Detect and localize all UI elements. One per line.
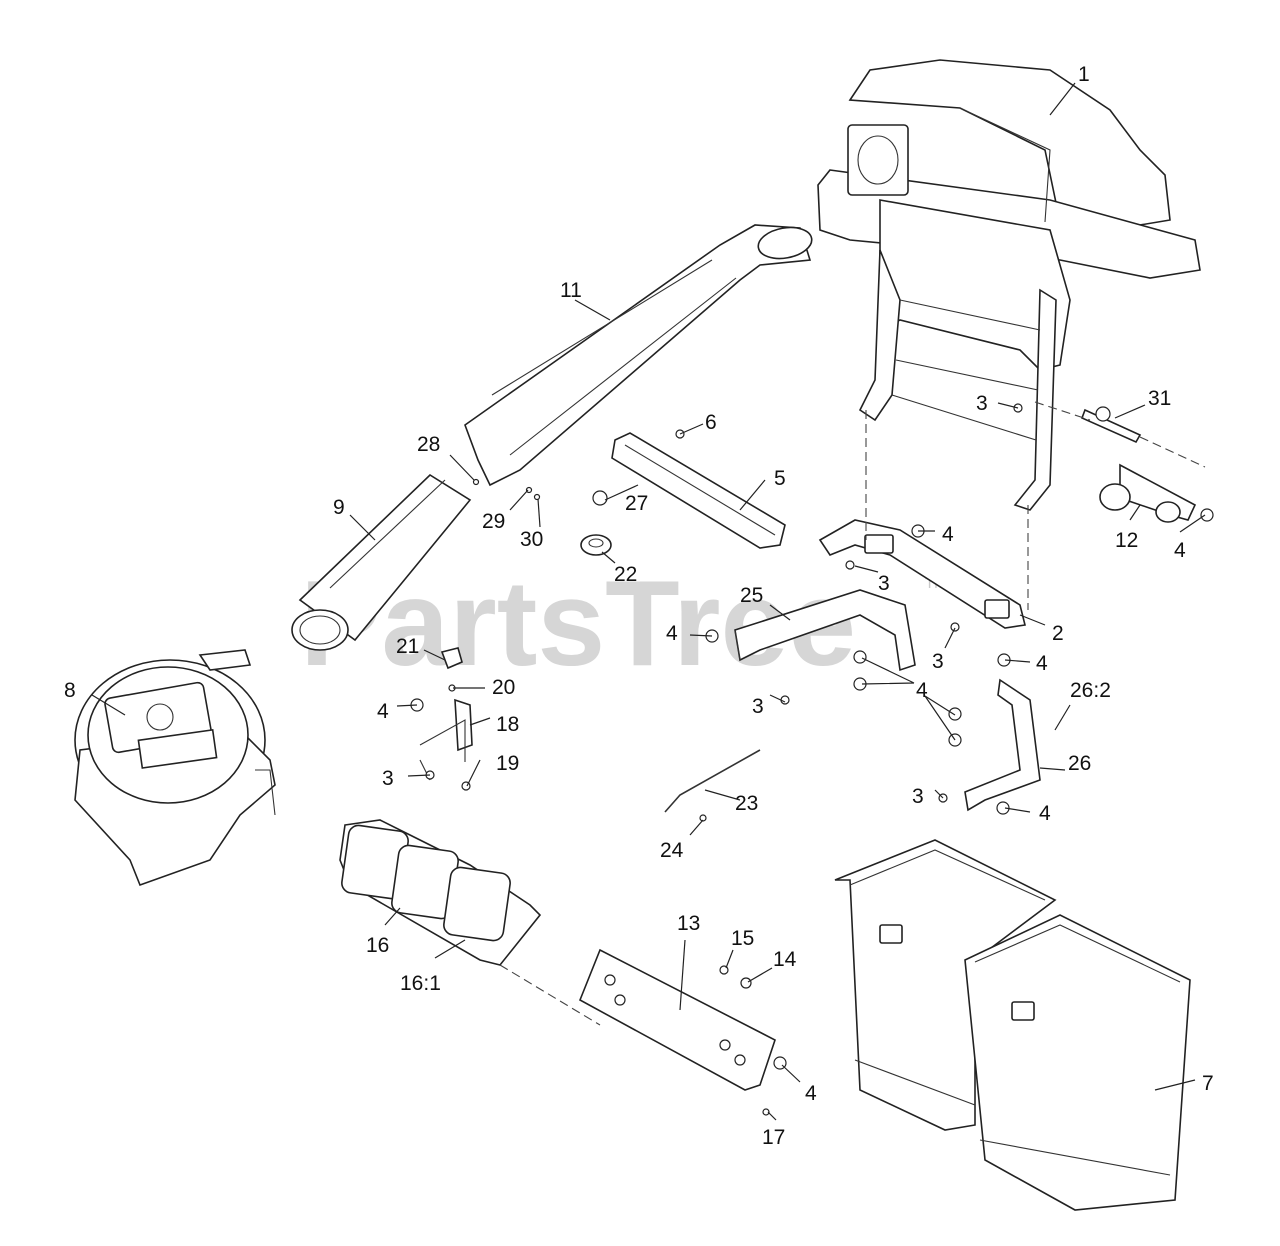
part-7-collection-bags [834,839,1191,1211]
callout-3: 3 [932,650,944,673]
leader-lines [91,82,1206,1121]
part-13-plate [578,948,776,1091]
callout-4: 4 [805,1082,817,1105]
part-31-pin [1080,406,1142,444]
callout-21: 21 [396,635,419,658]
part-23-rod [664,749,761,813]
callout-3: 3 [976,392,988,415]
callout-3: 3 [752,695,764,718]
callout-2: 2 [1052,622,1064,645]
part-8-blower-housing [74,649,276,887]
callout-20: 20 [492,676,515,699]
callout-8: 8 [64,679,76,702]
callout-5: 5 [774,467,786,490]
callout-26-2: 26:2 [1070,679,1111,702]
callout-16-1: 16:1 [400,972,441,995]
callout-4: 4 [916,679,928,702]
callout-3: 3 [912,785,924,808]
part-9-lower-tube [291,473,472,651]
callout-1: 1 [1078,63,1090,86]
callout-9: 9 [333,496,345,519]
callout-28: 28 [417,433,440,456]
part-18-latch [419,698,473,781]
callout-3: 3 [382,767,394,790]
callout-23: 23 [735,792,758,815]
callout-7: 7 [1202,1072,1214,1095]
hopper-frame [858,249,1057,511]
part-1-hopper-top [817,59,1201,371]
callout-12: 12 [1115,529,1138,552]
callout-15: 15 [731,927,754,950]
part-5-rail [611,432,786,549]
callout-13: 13 [677,912,700,935]
callout-6: 6 [705,411,717,434]
callout-19: 19 [496,752,519,775]
callout-25: 25 [740,584,763,607]
part-21-latch-cap [440,647,463,670]
callout-11: 11 [560,279,582,302]
part-2-hanger-rod [818,519,1026,629]
callout-29: 29 [482,510,505,533]
callout-31: 31 [1148,387,1171,410]
callout-3: 3 [878,572,890,595]
callout-4: 4 [666,622,678,645]
callout-30: 30 [520,528,543,551]
callout-27: 27 [625,492,648,515]
callout-4: 4 [1036,652,1048,675]
callout-17: 17 [762,1126,785,1149]
assembly-lines [499,401,1206,1026]
part-16-decal-panels [339,819,542,966]
callout-4: 4 [942,523,954,546]
callout-22: 22 [614,563,637,586]
part-26-bracket-right [964,678,1041,812]
callout-16: 16 [366,934,389,957]
callout-14: 14 [773,948,797,971]
callout-24: 24 [660,839,684,862]
callout-26: 26 [1068,752,1091,775]
part-11-blower-tube [464,224,813,487]
part-12-adapter [1099,463,1197,523]
callout-labels: 1 2 3 3 3 3 3 3 4 4 4 4 4 4 4 4 5 6 7 8 … [64,63,1214,1149]
callout-4: 4 [1174,539,1186,562]
callout-18: 18 [496,713,519,736]
hardware-nuts-bolts [410,403,1214,1116]
part-25-bracket-left [734,589,916,672]
part-22-knob [580,534,612,556]
callout-4: 4 [377,700,389,723]
callout-4: 4 [1039,802,1051,825]
